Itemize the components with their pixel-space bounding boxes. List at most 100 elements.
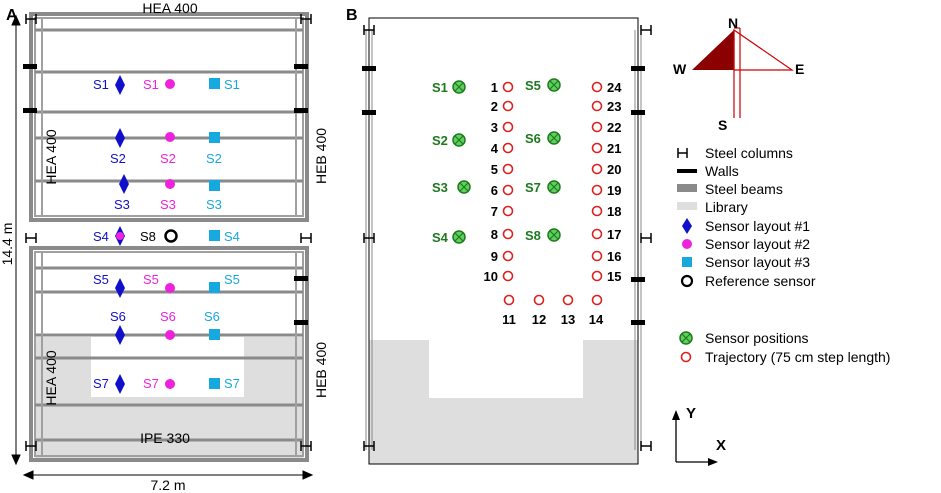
library-area: [244, 337, 303, 460]
axis-y-label: Y: [686, 405, 696, 422]
layout1-s1-label: S1: [93, 77, 109, 92]
axis-x-label: X: [716, 437, 726, 454]
layout2-s7-label: S7: [143, 376, 159, 391]
layout3-s2-icon: [209, 132, 220, 143]
layout1-s3-label: S3: [114, 197, 130, 212]
layout2-s5-label: S5: [143, 272, 159, 287]
layout3-s7-label: S7: [224, 376, 240, 391]
sensor-position-s3-icon: [457, 180, 471, 194]
trajectory-markers: [502, 81, 603, 306]
steel-beam-icon: [677, 184, 697, 192]
sensor-position-s3-label: S3: [432, 180, 448, 195]
layout2-s3-label: S3: [160, 197, 176, 212]
compass-s: S: [718, 117, 727, 133]
layout3-s6-icon: [209, 329, 220, 340]
layout3-s3-icon: [209, 180, 220, 191]
layout3-s1-icon: [209, 78, 220, 89]
sensor-layout-1-markers: [115, 75, 129, 394]
layout2-s3-icon: [165, 179, 175, 189]
panel-a: A: [0, 0, 329, 493]
dimension-width: 7.2 m: [150, 477, 185, 493]
steel-beams-longitudinal: [41, 18, 297, 456]
dimension-height: 14.4 m: [0, 223, 15, 266]
svg-text:1: 1: [491, 80, 498, 95]
sensor-position-s5-icon: [547, 78, 561, 92]
layout3-s7-icon: [209, 378, 220, 389]
layout3-s6-label: S6: [204, 309, 220, 324]
layout1-s5-label: S5: [93, 272, 109, 287]
steel-beam-frame-lower-inner: [34, 251, 304, 457]
axes-icon: Y X: [672, 405, 726, 466]
svg-text:22: 22: [607, 120, 621, 135]
svg-text:3: 3: [491, 120, 498, 135]
legend-layout3: Sensor layout #3: [705, 254, 810, 270]
sensor-layout-2-markers: [116, 79, 175, 389]
beam-label-left-lower: HEA 400: [43, 350, 59, 405]
svg-text:17: 17: [607, 227, 621, 242]
layout1-s5-icon: [115, 278, 125, 298]
steel-beam-frame-upper-inner: [34, 17, 304, 217]
sensor-layout-3-markers: [209, 78, 220, 389]
svg-text:23: 23: [607, 99, 621, 114]
sensor-position-s7-icon: [547, 180, 561, 194]
svg-text:19: 19: [607, 183, 621, 198]
trajectory-legend-icon: [680, 351, 692, 363]
steel-columns: [363, 25, 652, 451]
walls: [362, 66, 645, 325]
svg-text:13: 13: [561, 312, 575, 327]
layout1-s6-label: S6: [110, 309, 126, 324]
layout3-s1-label: S1: [224, 77, 240, 92]
legend-steel-columns: Steel columns: [705, 145, 793, 161]
beam-label-right-lower: HEB 400: [313, 342, 329, 398]
beam-label-top: HEA 400: [142, 0, 197, 16]
layout1-s4-label: S4: [93, 229, 109, 244]
library-area: [91, 397, 244, 460]
svg-text:24: 24: [607, 80, 622, 95]
library-area: [369, 340, 638, 464]
sensor-position-legend-icon: [679, 331, 693, 345]
layout2-labels: S1 S2 S3 S5 S6 S7: [143, 77, 176, 391]
layout2-s1-label: S1: [143, 77, 159, 92]
layout2-s2-icon: [165, 132, 175, 142]
layout1-labels: S1 S2 S3 S4 S5 S6 S7: [93, 77, 130, 391]
walls: [23, 64, 308, 325]
sensor-position-s6-label: S6: [525, 131, 541, 146]
panel-b-label: B: [346, 7, 358, 24]
panel-b: B: [346, 7, 652, 465]
compass-w: W: [673, 61, 687, 77]
sensor-position-s7-label: S7: [525, 180, 541, 195]
legend-steel-beams: Steel beams: [705, 181, 783, 197]
svg-text:14: 14: [589, 312, 604, 327]
layout1-legend-icon: [682, 218, 692, 234]
reference-sensor-label: S8: [140, 229, 156, 244]
steel-columns: [25, 14, 312, 451]
layout2-s6-icon: [165, 330, 175, 340]
layout3-s2-label: S2: [206, 151, 222, 166]
sensor-position-s2-icon: [452, 133, 466, 147]
compass-n: N: [728, 15, 738, 31]
svg-text:2: 2: [491, 99, 498, 114]
sensor-position-s2-label: S2: [432, 133, 448, 148]
legend-sensor-positions: Sensor positions: [705, 330, 809, 346]
svg-text:8: 8: [491, 227, 498, 242]
layout1-s3-icon: [119, 174, 129, 194]
legend-library: Library: [705, 199, 748, 215]
reference-legend-icon: [680, 274, 694, 288]
layout1-s7-icon: [115, 374, 125, 394]
svg-text:7: 7: [491, 204, 498, 219]
layout2-s5-icon: [165, 283, 175, 293]
sensor-position-s4-label: S4: [432, 230, 449, 245]
layout3-legend-icon: [682, 257, 692, 267]
layout1-s7-label: S7: [93, 376, 109, 391]
legend-layout1: Sensor layout #1: [705, 218, 810, 234]
beam-label-bottom: IPE 330: [140, 430, 190, 446]
svg-text:21: 21: [607, 141, 621, 156]
beam-label-right-upper: HEB 400: [313, 128, 329, 184]
sensor-position-s5-label: S5: [525, 78, 541, 93]
layout3-s5-icon: [209, 282, 220, 293]
layout1-s1-icon: [115, 75, 125, 95]
layout1-s6-icon: [115, 325, 125, 345]
beam-label-left-upper: HEA 400: [43, 129, 59, 184]
sensor-position-s4-icon: [452, 230, 466, 244]
